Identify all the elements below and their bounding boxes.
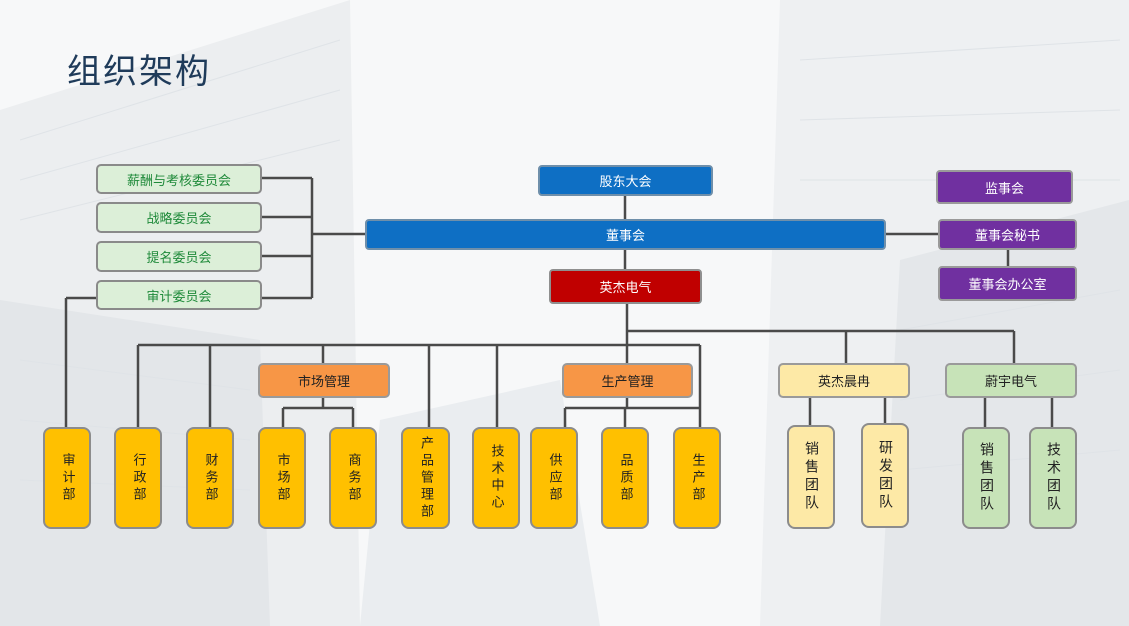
chenrui-rd-team: 研发团队 — [861, 423, 909, 528]
yingjie-chenrui-box: 英杰晨冉 — [778, 363, 910, 398]
dept-production: 生产部 — [673, 427, 721, 529]
chenrui-sales-team: 销售团队 — [787, 425, 835, 529]
dept-business: 商务部 — [329, 427, 377, 529]
shareholders-meeting-box: 股东大会 — [538, 165, 713, 196]
production-management-box: 生产管理 — [562, 363, 693, 398]
dept-market: 市场部 — [258, 427, 306, 529]
committee-nomination: 提名委员会 — [96, 241, 262, 272]
board-of-directors-box: 董事会 — [365, 219, 886, 250]
company-box: 英杰电气 — [549, 269, 702, 304]
dept-supply: 供应部 — [530, 427, 578, 529]
board-secretary-box: 董事会秘书 — [938, 219, 1077, 250]
dept-finance: 财务部 — [186, 427, 234, 529]
committee-strategy: 战略委员会 — [96, 202, 262, 233]
dept-admin: 行政部 — [114, 427, 162, 529]
weiyu-electric-box: 蔚宇电气 — [945, 363, 1077, 398]
dept-quality: 品质部 — [601, 427, 649, 529]
market-management-box: 市场管理 — [258, 363, 390, 398]
dept-technology-center: 技术中心 — [472, 427, 520, 529]
committee-remuneration: 薪酬与考核委员会 — [96, 164, 262, 194]
weiyu-tech-team: 技术团队 — [1029, 427, 1077, 529]
page-title: 组织架构 — [67, 52, 211, 92]
board-office-box: 董事会办公室 — [938, 266, 1077, 301]
committee-audit: 审计委员会 — [96, 280, 262, 310]
dept-product-management: 产品管理部 — [401, 427, 450, 529]
weiyu-sales-team: 销售团队 — [962, 427, 1010, 529]
supervisory-board-box: 监事会 — [936, 170, 1073, 204]
dept-audit: 审计部 — [43, 427, 91, 529]
